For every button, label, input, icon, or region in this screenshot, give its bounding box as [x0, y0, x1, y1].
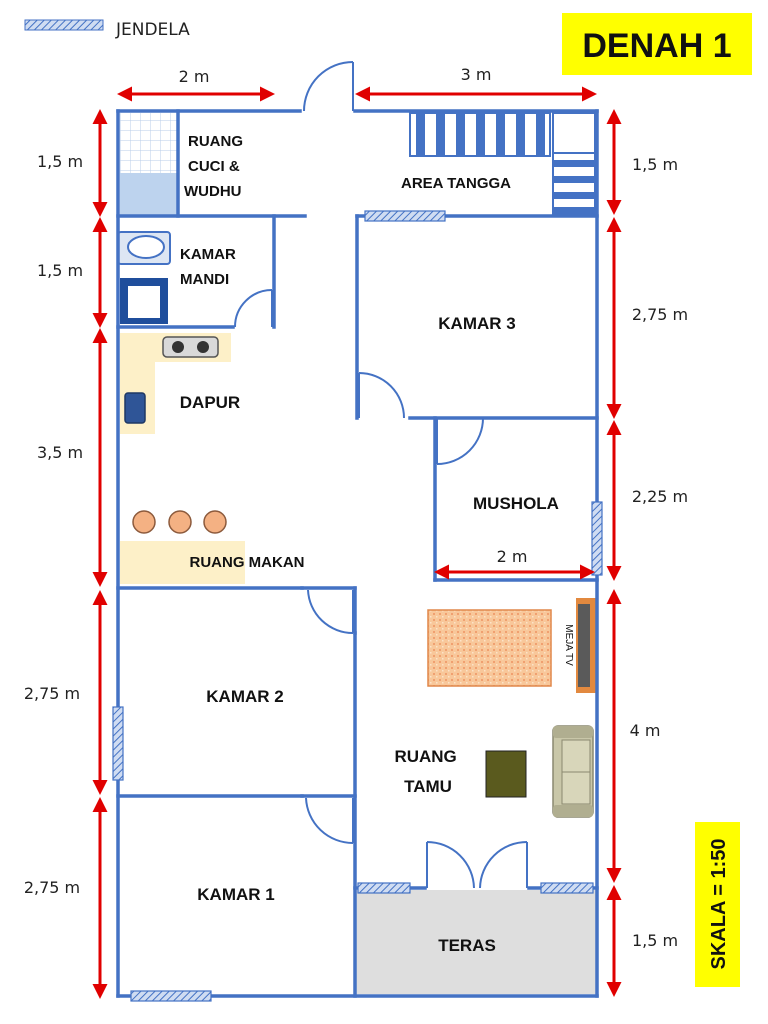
room-label-bedroom2: KAMAR 2: [206, 687, 283, 706]
room-label-living: RUANG TAMU: [394, 747, 461, 796]
room-label-kitchen: DAPUR: [180, 393, 240, 412]
dimension-label: 3,5 m: [37, 443, 83, 462]
window: [357, 882, 411, 894]
walls: [116, 109, 599, 998]
room-labels: RUANG CUCI & WUDHU AREA TANGGA KAMAR MAN…: [180, 133, 559, 955]
stool-icon: [132, 510, 156, 534]
dimension-label: 2,75 m: [24, 878, 80, 897]
bathroom-door: [234, 289, 273, 328]
stool-icon: [168, 510, 192, 534]
tv-table-label: MEJA TV: [563, 624, 574, 666]
furniture: MEJA TV: [117, 112, 596, 994]
sofa-icon: [552, 725, 594, 818]
room-label-laundry: RUANG CUCI & WUDHU: [184, 133, 247, 200]
back-door: [303, 61, 354, 112]
room-label-bathroom: KAMAR MANDI: [180, 246, 240, 288]
window: [364, 210, 446, 222]
stove-icon: [162, 336, 219, 358]
window: [540, 882, 594, 894]
toilet-icon: [117, 231, 171, 265]
mushola-door: [436, 417, 484, 465]
doors: [234, 61, 528, 889]
room-label-terrace: TERAS: [438, 936, 496, 955]
bedroom3-door: [358, 372, 405, 419]
dimension-label: 1,5 m: [37, 152, 83, 171]
scale-box: SKALA = 1:50: [695, 822, 740, 987]
room-label-stairs: AREA TANGGA: [401, 175, 511, 192]
dimension-labels: 2 m 3 m 2 m 1,5 m 1,5 m 3,5 m 2,75 m 2,7…: [24, 65, 688, 950]
dimension-label: 1,5 m: [632, 931, 678, 950]
legend: JENDELA: [24, 19, 190, 40]
dimension-arrows: [92, 86, 622, 999]
dimension-label: 1,5 m: [632, 155, 678, 174]
laundry-tile-floor: [120, 113, 178, 173]
room-label-dining: RUANG MAKAN: [190, 554, 305, 571]
dining-counter: [120, 541, 245, 584]
dimension-label: 2 m: [497, 547, 528, 566]
page-title: DENAH 1: [582, 27, 731, 65]
dimension-label: 4 m: [630, 721, 661, 740]
stairs: [409, 112, 596, 216]
room-label-prayer: MUSHOLA: [473, 494, 559, 513]
bedroom2-door: [307, 589, 354, 635]
rug: [427, 609, 552, 687]
title-box: DENAH 1: [562, 13, 752, 75]
coffee-table: [485, 750, 527, 798]
window: [591, 501, 603, 576]
sink-icon: [124, 392, 146, 424]
dimension-label: 3 m: [461, 65, 492, 84]
scale-label: SKALA = 1:50: [708, 839, 730, 970]
window-hatch-icon: [24, 19, 104, 31]
dimension-label: 2,75 m: [632, 305, 688, 324]
window: [130, 990, 212, 1002]
terrace-floor: [356, 890, 596, 994]
room-label-bedroom3: KAMAR 3: [438, 314, 515, 333]
front-door: [426, 841, 528, 889]
room-label-bedroom1: KAMAR 1: [197, 885, 274, 904]
dimension-label: 2,25 m: [632, 487, 688, 506]
shower-icon: [120, 278, 168, 324]
legend-label: JENDELA: [115, 20, 190, 40]
bedroom1-door: [305, 797, 354, 845]
dimension-label: 2,75 m: [24, 684, 80, 703]
tv-table: MEJA TV: [563, 598, 596, 693]
window: [112, 706, 124, 781]
stool-icon: [203, 510, 227, 534]
dimension-label: 2 m: [179, 67, 210, 86]
dimension-label: 1,5 m: [37, 261, 83, 280]
kitchen-counter: [120, 333, 231, 434]
windows: [112, 210, 603, 1002]
laundry-basin: [120, 173, 178, 216]
